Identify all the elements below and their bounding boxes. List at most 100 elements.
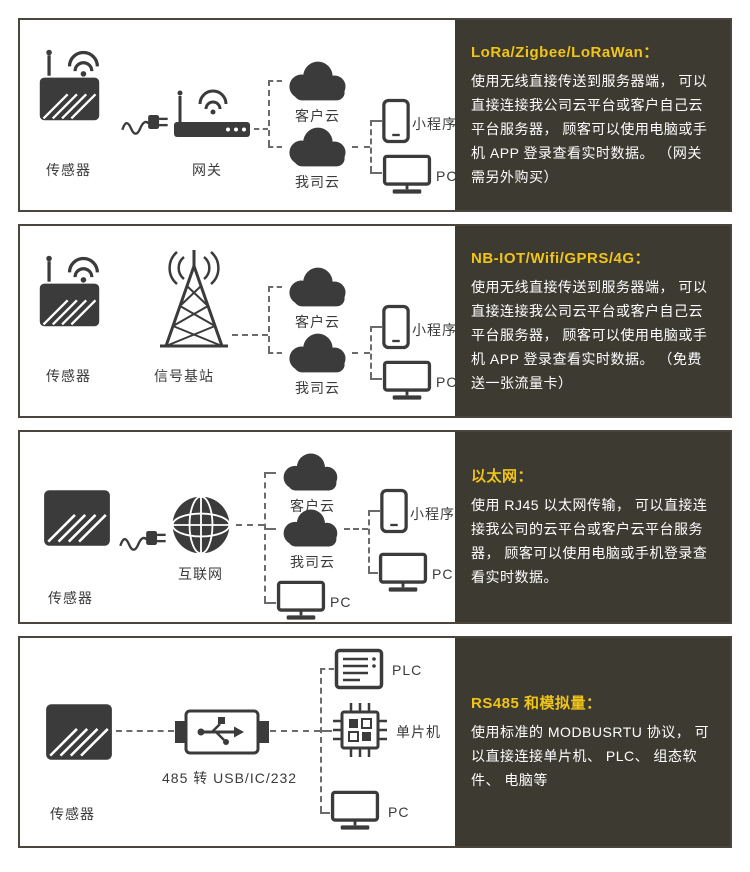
dashed-connector — [264, 528, 276, 530]
internet-globe-icon — [168, 492, 234, 558]
label-pc-bottom: PC — [330, 594, 352, 610]
plc-icon — [334, 648, 384, 690]
label-mcu: 单片机 — [396, 724, 441, 740]
label-internet: 互联网 — [178, 566, 223, 582]
dashed-connector — [236, 524, 264, 526]
info-panel-ethernet: 以太网： 使用 RJ45 以太网传输， 可以直接连接我公司的云平台或客户云平台服… — [455, 432, 730, 622]
label-pc: PC — [436, 168, 455, 184]
dashed-connector — [320, 730, 332, 732]
dashed-connector — [264, 472, 266, 602]
phone-icon — [380, 488, 408, 534]
dashed-connector — [116, 730, 174, 732]
label-our-cloud: 我司云 — [290, 554, 335, 570]
label-sensor: 传感器 — [48, 590, 93, 606]
dashed-connector — [268, 146, 282, 148]
dashed-connector — [270, 730, 320, 732]
info-panel-rs485: RS485 和模拟量： 使用标准的 MODBUSRTU 协议， 可以直接连接单片… — [455, 638, 730, 846]
customer-cloud-icon — [282, 264, 352, 310]
label-sensor: 传感器 — [46, 162, 91, 178]
info-body: 使用 RJ45 以太网传输， 可以直接连接我公司的云平台或客户云平台服务器， 顾… — [471, 496, 708, 586]
sensor-icon — [40, 486, 114, 550]
diagram-ethernet: 传感器 互联网 客户云 我司云 PC 小程序 PC — [20, 432, 455, 622]
label-customer-cloud: 客户云 — [290, 498, 335, 514]
phone-icon — [382, 98, 410, 144]
row-nbiot: 传感器 信号基站 客户云 我司云 小程序 PC NB-IOT/Wifi/GPRS… — [18, 224, 732, 418]
pc-icon — [382, 154, 432, 196]
router-icon — [170, 80, 254, 142]
plug-cable-icon — [118, 522, 168, 554]
dashed-connector — [268, 80, 270, 146]
label-station: 信号基站 — [154, 368, 214, 384]
row-lora: 传感器 网关 客户云 我司云 小程序 PC LoRa/Zigbee/LoRaWa… — [18, 18, 732, 212]
diagram-rs485: 传感器 485 转 USB/IC/232 PLC 单片机 PC — [20, 638, 455, 846]
label-pc: PC — [436, 374, 455, 390]
label-mini-program: 小程序 — [410, 506, 455, 522]
customer-cloud-icon — [282, 58, 352, 104]
dashed-connector — [370, 326, 382, 328]
our-cloud-icon — [282, 124, 352, 170]
info-title: RS485 和模拟量： — [471, 694, 602, 712]
mcu-chip-icon — [332, 702, 388, 758]
sensor-icon — [42, 700, 116, 764]
info-panel-nbiot: NB-IOT/Wifi/GPRS/4G： 使用无线直接传送到服务器端， 可以直接… — [455, 226, 730, 416]
pc-icon — [330, 790, 380, 832]
label-sensor: 传感器 — [50, 806, 95, 822]
dashed-connector — [370, 120, 382, 122]
signal-tower-icon — [146, 246, 242, 358]
dashed-connector — [320, 812, 330, 814]
label-pc: PC — [388, 804, 410, 820]
dashed-connector — [370, 120, 372, 172]
dashed-connector — [352, 146, 370, 148]
dashed-connector — [268, 286, 270, 352]
diagram-nbiot: 传感器 信号基站 客户云 我司云 小程序 PC — [20, 226, 455, 416]
dashed-connector — [232, 334, 268, 336]
info-body: 使用标准的 MODBUSRTU 协议， 可以直接连接单片机、 PLC、 组态软件… — [471, 723, 710, 789]
dashed-connector — [268, 80, 282, 82]
plug-cable-icon — [120, 106, 170, 138]
info-panel-lora: LoRa/Zigbee/LoRaWan： 使用无线直接传送到服务器端， 可以直接… — [455, 20, 730, 210]
usb-converter-icon — [174, 704, 270, 760]
our-cloud-icon — [276, 506, 344, 550]
dashed-connector — [320, 668, 334, 670]
label-customer-cloud: 客户云 — [295, 108, 340, 124]
our-cloud-icon — [282, 330, 352, 376]
info-body: 使用无线直接传送到服务器端， 可以直接连接我公司云平台或客户自己云平台服务器， … — [471, 72, 708, 186]
dashed-connector — [344, 528, 368, 530]
dashed-connector — [352, 352, 370, 354]
dashed-connector — [268, 352, 282, 354]
dashed-connector — [368, 510, 370, 572]
dashed-connector — [268, 286, 282, 288]
phone-icon — [382, 304, 410, 350]
dashed-connector — [264, 602, 276, 604]
customer-cloud-icon — [276, 450, 344, 494]
pc-icon — [382, 360, 432, 402]
dashed-connector — [370, 172, 382, 174]
dashed-connector — [320, 668, 322, 812]
label-customer-cloud: 客户云 — [295, 314, 340, 330]
row-rs485: 传感器 485 转 USB/IC/232 PLC 单片机 PC RS485 和模… — [18, 636, 732, 848]
info-body: 使用无线直接传送到服务器端， 可以直接连接我公司云平台或客户自己云平台服务器， … — [471, 278, 708, 392]
label-converter: 485 转 USB/IC/232 — [162, 770, 298, 786]
dashed-connector — [370, 378, 382, 380]
row-ethernet: 传感器 互联网 客户云 我司云 PC 小程序 PC 以太网： — [18, 430, 732, 624]
label-mini-program: 小程序 — [412, 322, 455, 338]
wireless-sensor-icon — [34, 46, 118, 124]
label-plc: PLC — [392, 662, 423, 678]
label-sensor: 传感器 — [46, 368, 91, 384]
dashed-connector — [368, 510, 380, 512]
diagram-lora: 传感器 网关 客户云 我司云 小程序 PC — [20, 20, 455, 210]
label-gateway: 网关 — [192, 162, 222, 178]
label-mini-program: 小程序 — [412, 116, 455, 132]
dashed-connector — [370, 326, 372, 378]
wireless-sensor-icon — [34, 252, 118, 330]
label-our-cloud: 我司云 — [295, 174, 340, 190]
pc-icon — [276, 580, 326, 622]
pc-icon — [378, 552, 428, 594]
dashed-connector — [368, 572, 378, 574]
label-our-cloud: 我司云 — [295, 380, 340, 396]
info-title: 以太网： — [471, 467, 534, 485]
dashed-connector — [264, 472, 276, 474]
info-title: NB-IOT/Wifi/GPRS/4G： — [471, 249, 651, 267]
label-pc-right: PC — [432, 566, 454, 582]
